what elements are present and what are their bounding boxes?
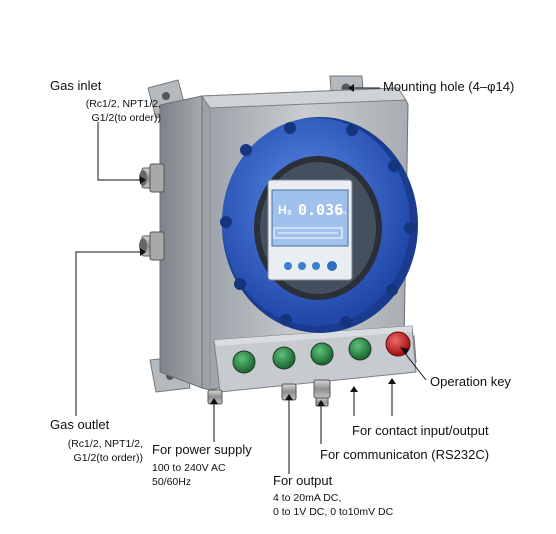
leader-operation-key xyxy=(403,351,427,381)
gas-inlet-label: Gas inlet xyxy=(50,78,102,93)
key-esc xyxy=(272,346,296,370)
power-supply-detail-line-1: 100 to 240V AC xyxy=(152,462,226,474)
display-keys xyxy=(284,261,337,271)
mounting-hole-label: Mounting hole (4–φ14) xyxy=(383,79,515,94)
display-reading-prefix: H₂ xyxy=(278,203,292,217)
leader-gas-outlet xyxy=(75,251,140,416)
key-mode xyxy=(232,350,256,374)
key-up xyxy=(348,337,372,361)
gas-inlet-detail-line-2: G1/2(to order)) xyxy=(91,112,161,124)
operation-key-label: Operation key xyxy=(430,374,511,389)
gas-inlet-detail-line-1: (Rc1/2, NPT1/2, xyxy=(85,98,161,110)
cable-glands xyxy=(207,379,331,407)
gas-outlet-detail-line-1: (Rc1/2, NPT1/2, xyxy=(67,438,143,450)
leader-gas-inlet xyxy=(97,122,140,181)
output-detail-line-1: 4 to 20mA DC, xyxy=(273,492,342,504)
power-supply-label: For power supply xyxy=(152,442,252,457)
display-reading-value: 0.036 xyxy=(298,201,343,219)
output-detail-line-2: 0 to 1V DC, 0 to10mV DC xyxy=(273,506,394,518)
communication-label: For communicaton (RS232C) xyxy=(320,447,490,462)
power-supply-detail-line-2: 50/60Hz xyxy=(152,476,192,488)
output-label: For output xyxy=(273,473,333,488)
key-shift xyxy=(310,342,334,366)
display-window xyxy=(220,117,418,333)
display-reading-unit: vol% xyxy=(338,210,347,215)
contact-io-label: For contact input/output xyxy=(352,423,489,438)
gas-outlet-detail-line-2: G1/2(to order)) xyxy=(73,452,143,464)
gas-outlet-label: Gas outlet xyxy=(50,417,110,432)
gas-outlet-fitting xyxy=(139,231,165,261)
